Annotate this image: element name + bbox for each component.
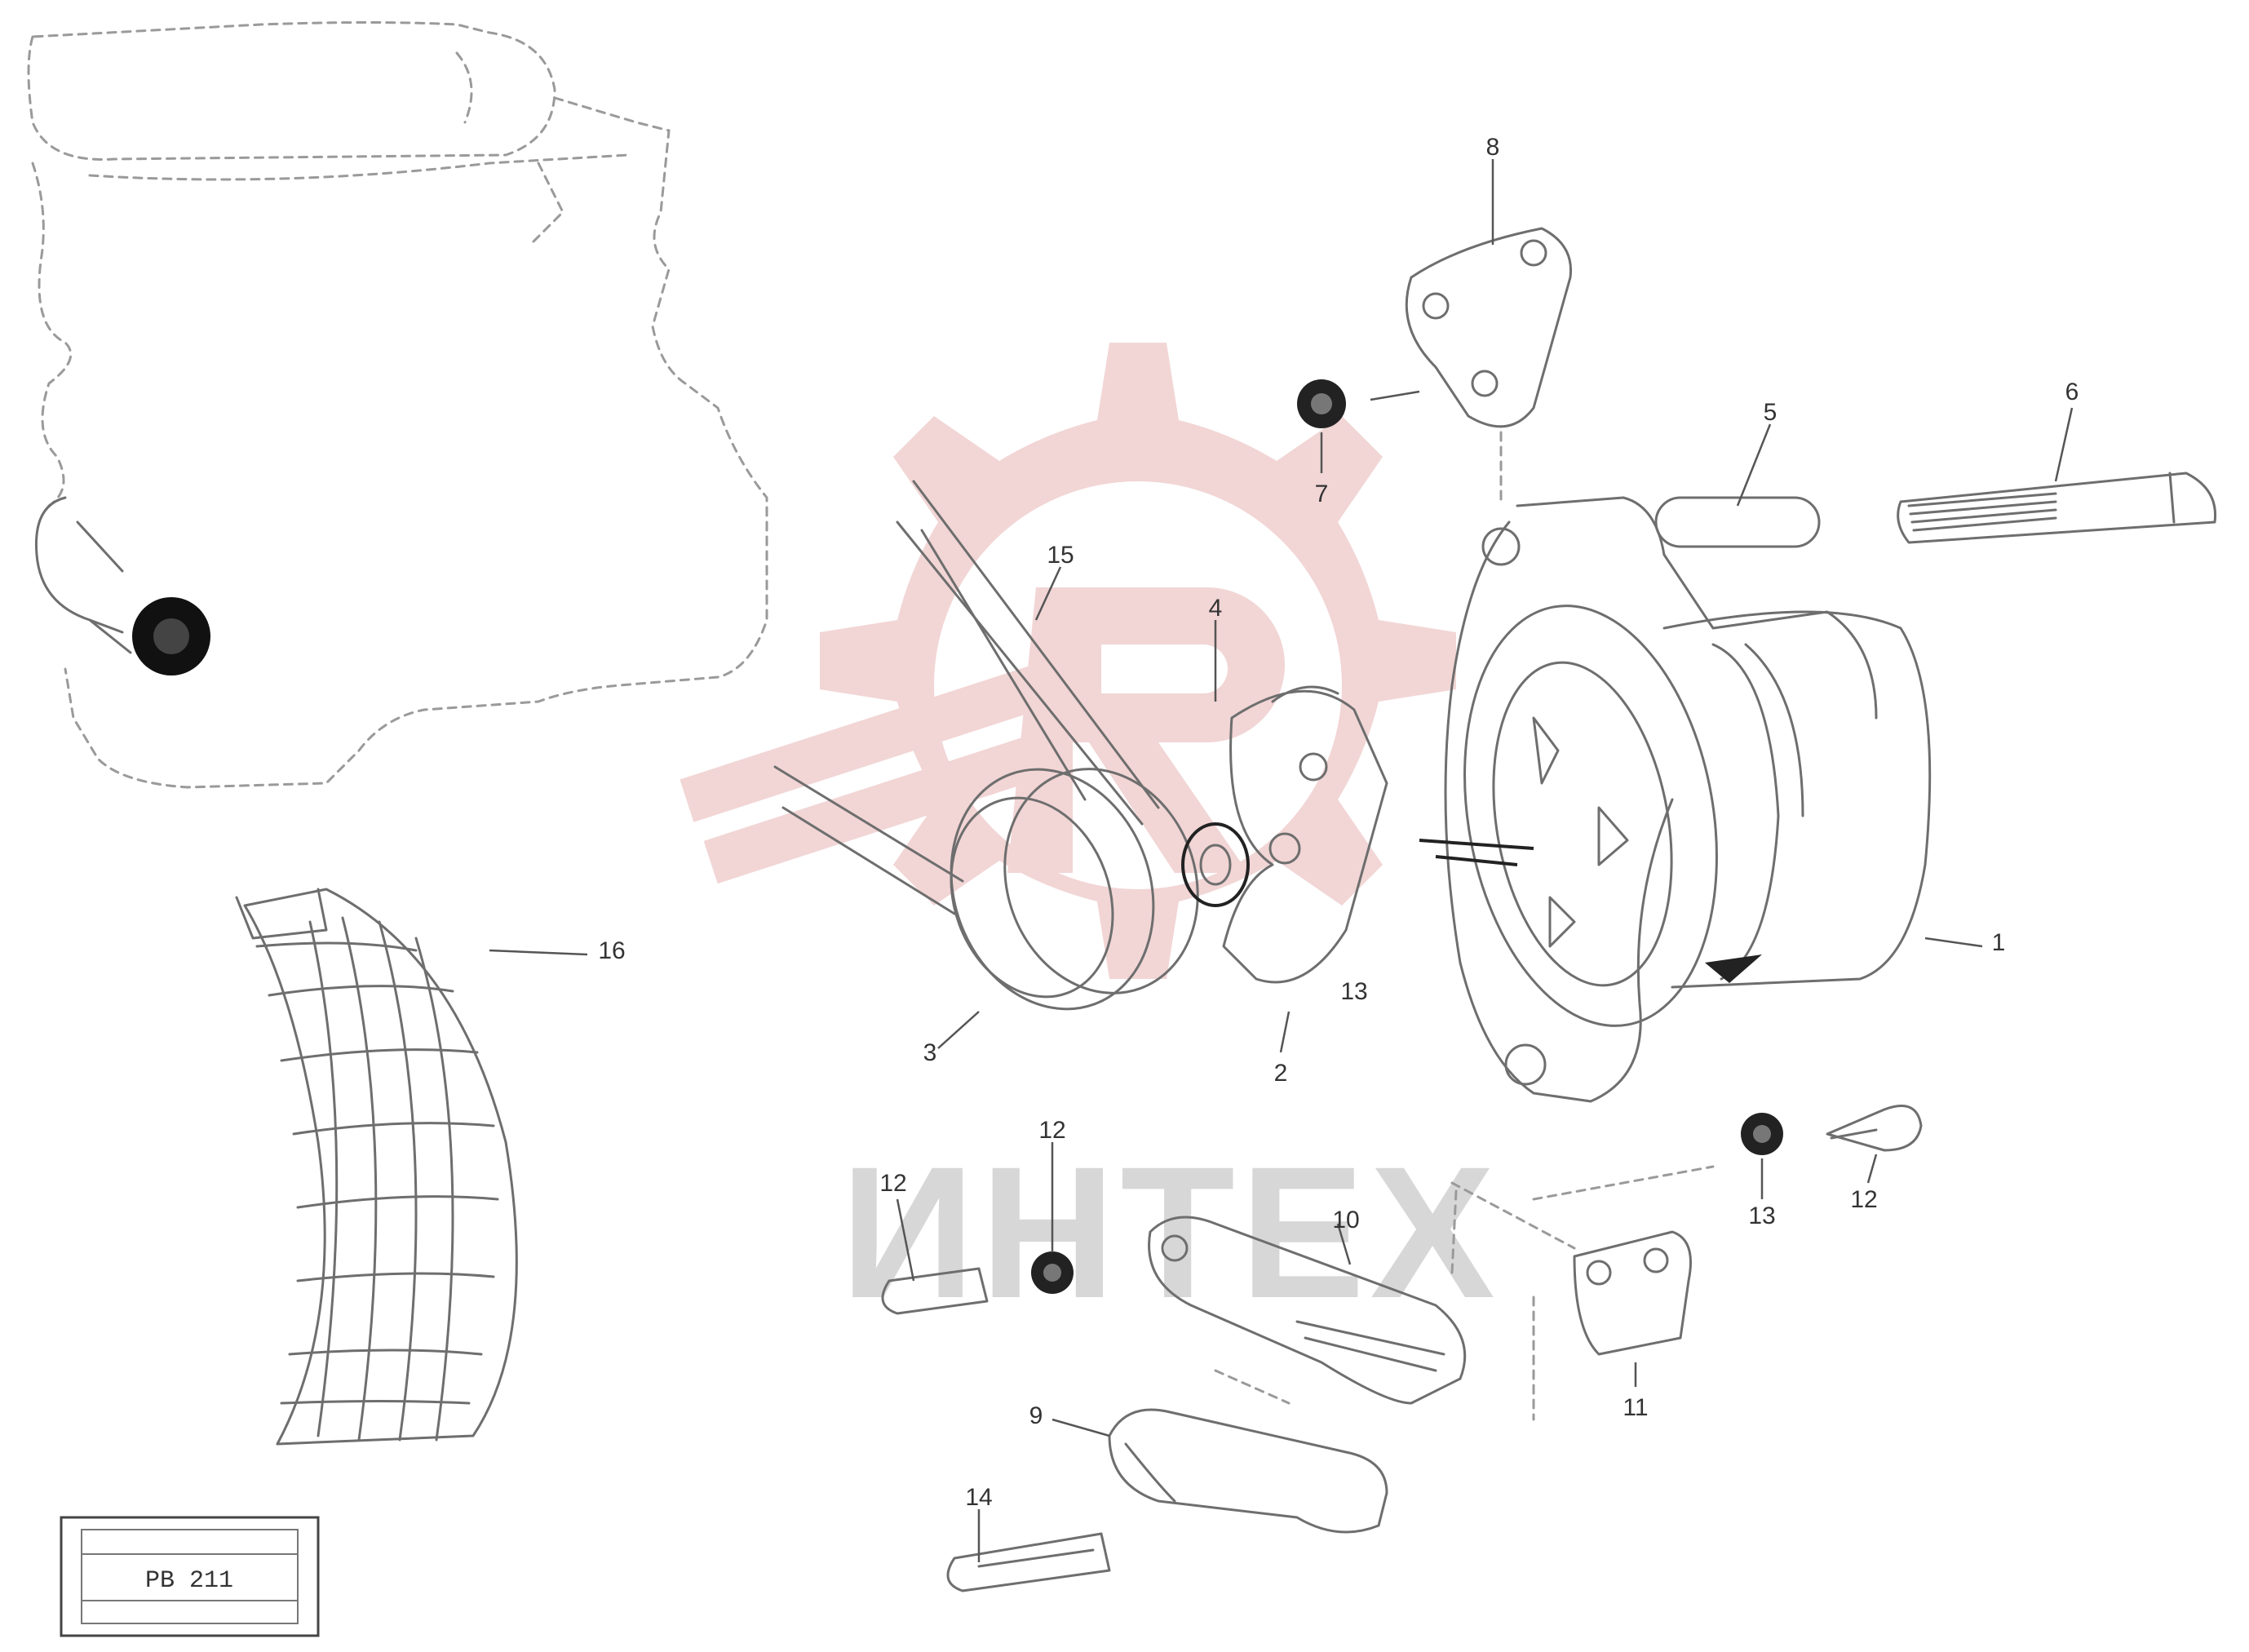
watermark-gear-icon xyxy=(680,343,1456,979)
engine-block-outline xyxy=(27,21,768,789)
callout-7: 7 xyxy=(1315,481,1329,507)
callouts: 1 2 3 4 5 6 7 8 9 10 11 12 12 12 13 13 1… xyxy=(598,134,2079,1511)
tension-arm xyxy=(1148,1216,1467,1405)
pulley xyxy=(950,768,1250,1011)
callout-8: 8 xyxy=(1486,134,1500,161)
upper-bracket xyxy=(1297,227,1573,507)
alternator xyxy=(1419,496,1932,1103)
mounting-block xyxy=(1450,1165,1715,1421)
reference-label-box: PB 211 xyxy=(60,1516,320,1637)
callout-1: 1 xyxy=(1992,929,2006,956)
callout-12a: 12 xyxy=(879,1170,906,1197)
lower-bolts xyxy=(881,1105,1923,1592)
pulley-nut-icon xyxy=(1181,822,1250,907)
fan-guard xyxy=(235,888,518,1446)
fan-bracket xyxy=(1222,685,1388,984)
callout-2: 2 xyxy=(1274,1060,1288,1087)
callout-3: 3 xyxy=(923,1039,937,1066)
callout-13b: 13 xyxy=(1340,978,1367,1005)
watermark-text: ИНТЕХ xyxy=(840,1127,1500,1337)
callout-12b: 12 xyxy=(1038,1117,1065,1144)
callout-15: 15 xyxy=(1047,542,1074,569)
v-belts xyxy=(773,480,1160,915)
callout-5: 5 xyxy=(1764,399,1778,426)
callout-16: 16 xyxy=(598,937,625,964)
callout-13a: 13 xyxy=(1748,1202,1775,1229)
callout-11: 11 xyxy=(1623,1394,1648,1421)
callout-10: 10 xyxy=(1332,1207,1359,1233)
callout-4: 4 xyxy=(1209,595,1223,622)
callout-12c: 12 xyxy=(1850,1186,1877,1213)
leader-lines xyxy=(489,159,2074,1562)
spacer-and-bolt xyxy=(1654,472,2217,548)
callout-14: 14 xyxy=(965,1484,992,1511)
callout-9: 9 xyxy=(1029,1402,1043,1429)
label-box-code: PB 211 xyxy=(145,1567,233,1595)
lower-bracket xyxy=(1108,1369,1388,1534)
callout-6: 6 xyxy=(2065,379,2079,405)
